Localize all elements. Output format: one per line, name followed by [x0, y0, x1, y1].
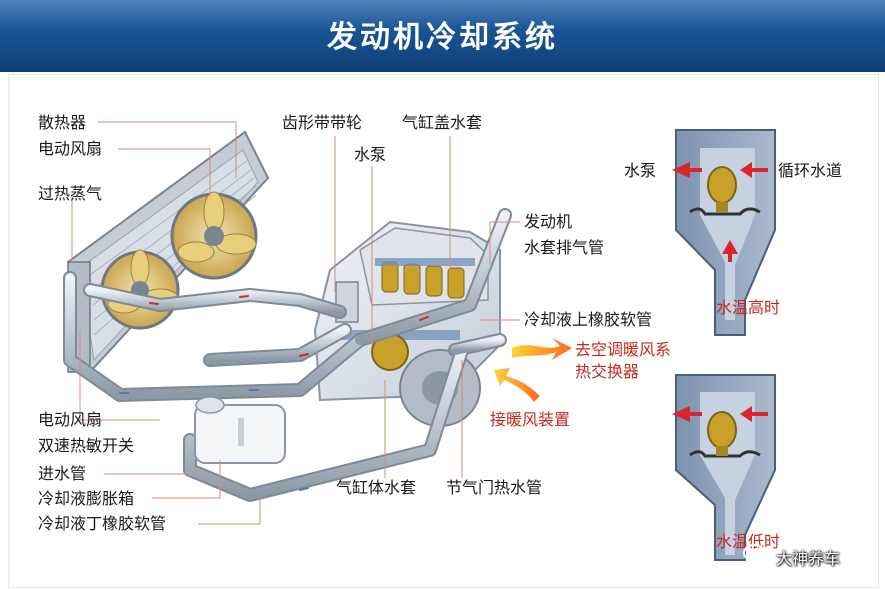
heater-inflow-arrow	[494, 368, 540, 402]
title-bar: 发动机冷却系统	[0, 0, 885, 72]
label-timing-belt-pulley: 齿形带带轮	[282, 113, 363, 132]
label-throttle-hot-pipe: 节气门热水管	[446, 478, 543, 497]
coolant-pipes	[63, 208, 512, 502]
label-electric-fan: 电动风扇	[38, 139, 103, 158]
heater-outflow-arrow	[512, 338, 572, 360]
label-to-heater-line2: 热交换器	[575, 362, 640, 381]
label-fan-switch-line1: 电动风扇	[38, 410, 103, 429]
label-thermo-circuit: 循环水道	[778, 161, 843, 180]
thermostat-low-temp	[672, 374, 776, 561]
watermark-text: 大神养车	[776, 549, 841, 568]
label-radiator: 散热器	[38, 113, 87, 132]
label-thermo-pump: 水泵	[624, 161, 657, 180]
thermostat-high-temp	[672, 129, 776, 336]
label-engine-vent-line2: 水套排气管	[524, 238, 605, 257]
wechat-icon	[743, 544, 770, 565]
label-head-water-jacket: 气缸盖水套	[402, 113, 483, 132]
label-fan-switch-line2: 双速热敏开关	[38, 436, 135, 455]
watermark: 大神养车	[736, 540, 876, 570]
electric-fan-upper	[170, 191, 258, 280]
label-inlet-pipe: 进水管	[38, 464, 87, 483]
label-heater-connect: 接暖风装置	[490, 410, 571, 429]
leader-lines	[71, 121, 520, 525]
title-gloss	[0, 0, 885, 30]
label-block-water-jacket: 气缸体水套	[336, 478, 417, 497]
label-temp-high: 水温高时	[716, 298, 781, 317]
page-title: 发动机冷却系统	[327, 20, 558, 55]
label-overheat-steam: 过热蒸气	[38, 184, 103, 203]
label-expansion-tank: 冷却液膨胀箱	[38, 489, 135, 508]
label-upper-hose: 冷却液上橡胶软管	[524, 310, 653, 329]
label-water-pump: 水泵	[354, 145, 387, 164]
expansion-tank	[194, 396, 286, 464]
label-engine-vent-line1: 发动机	[524, 212, 573, 231]
label-temp-low: 水温低时	[716, 532, 781, 551]
label-lower-hose: 冷却液丁橡胶软管	[38, 514, 167, 533]
label-to-heater-line1: 去空调暖风系	[575, 340, 672, 359]
